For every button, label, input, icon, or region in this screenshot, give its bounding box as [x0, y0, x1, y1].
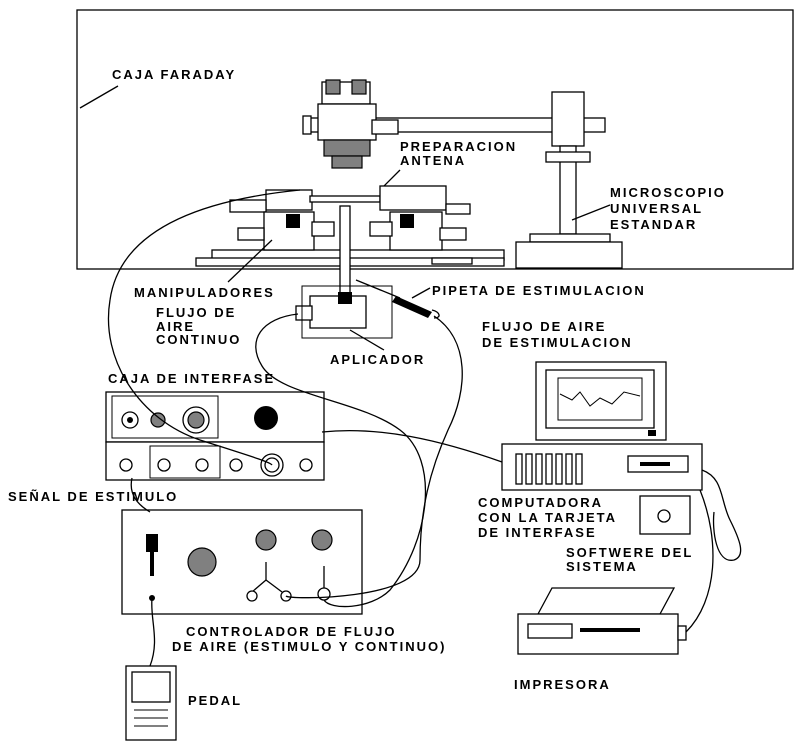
printer: [517, 587, 687, 655]
pipeta-leader: [411, 287, 431, 299]
label-antena: ANTENA: [400, 153, 467, 168]
faraday-leader: [79, 85, 119, 109]
label-computadora-2: CON LA TARJETA: [478, 510, 617, 525]
label-senal: SEÑAL DE ESTIMULO: [8, 489, 179, 504]
label-software-1: SOFTWERE DEL: [566, 545, 694, 560]
label-flujo-estim-1: FLUJO DE AIRE: [482, 319, 607, 334]
label-flujo-continuo-1: FLUJO DE: [156, 305, 237, 320]
aplicador-leader: [349, 329, 385, 351]
label-impresora: IMPRESORA: [514, 677, 611, 692]
label-caja-interfase: CAJA DE INTERFASE: [108, 371, 276, 386]
label-software-2: SISTEMA: [566, 559, 638, 574]
computer: [501, 361, 703, 535]
cables: [107, 189, 742, 667]
stimulation-pipette: [355, 279, 440, 319]
manipuladores-leader: [227, 239, 273, 283]
flow-controller: [121, 509, 363, 615]
microscope: [302, 79, 623, 269]
label-manipuladores: MANIPULADORES: [134, 285, 275, 300]
label-pedal: PEDAL: [188, 693, 243, 708]
label-pipeta: PIPETA DE ESTIMULACION: [432, 283, 646, 298]
interface-box: [105, 391, 325, 481]
label-flujo-continuo-2: AIRE: [156, 319, 196, 334]
label-computadora-1: COMPUTADORA: [478, 495, 604, 510]
applicator-tube: [339, 205, 351, 297]
label-faraday: CAJA FARADAY: [112, 67, 237, 82]
label-estandar: ESTANDAR: [610, 217, 698, 232]
label-flujo-estim-2: DE ESTIMULACION: [482, 335, 633, 350]
label-computadora-3: DE INTERFASE: [478, 525, 597, 540]
label-aplicador: APLICADOR: [330, 352, 426, 367]
pedal: [125, 665, 177, 741]
label-controlador-2: DE AIRE (ESTIMULO Y CONTINUO): [172, 639, 447, 654]
label-universal: UNIVERSAL: [610, 201, 704, 216]
microscopio-leader: [571, 204, 611, 221]
label-flujo-continuo-3: CONTINUO: [156, 332, 242, 347]
label-controlador-1: CONTROLADOR DE FLUJO: [186, 624, 397, 639]
label-microscopio: MICROSCOPIO: [610, 185, 726, 200]
label-preparacion: PREPARACION: [400, 139, 518, 154]
